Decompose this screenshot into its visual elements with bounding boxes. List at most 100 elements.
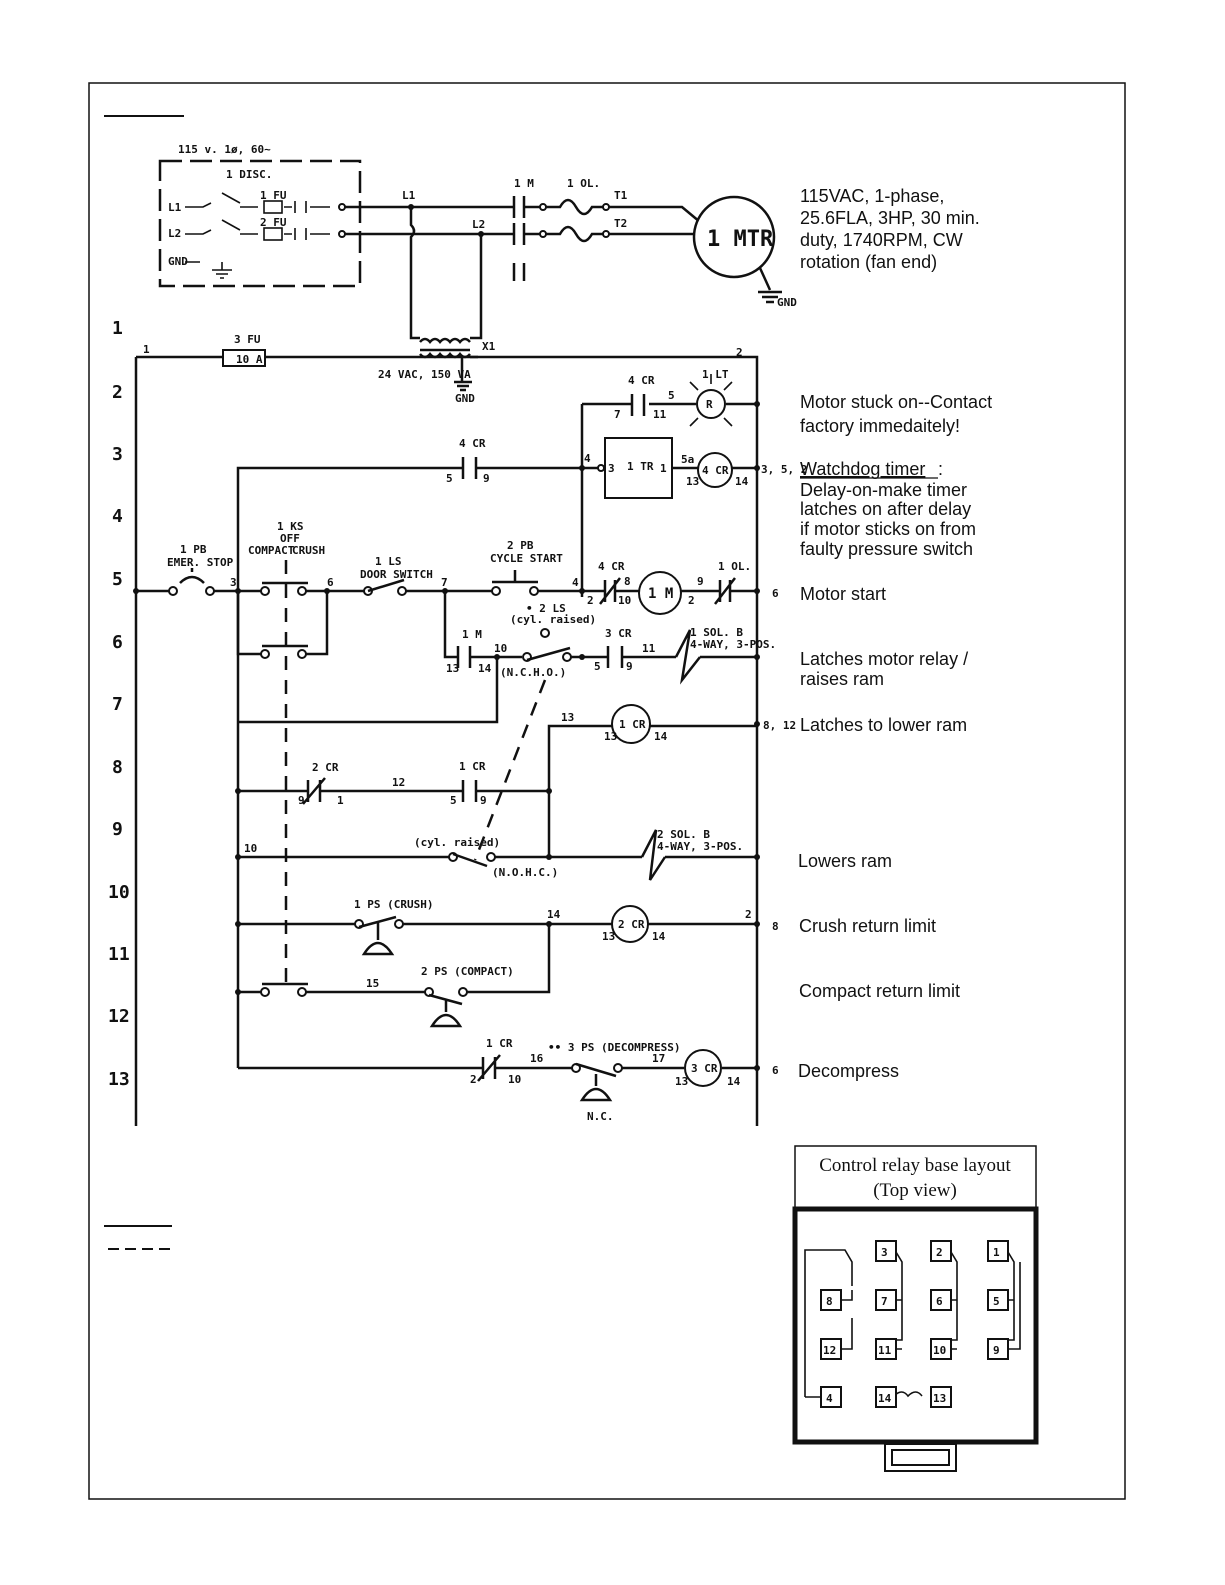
rung-2: 2 [112,382,123,403]
desc-r7: Latches to lower ram [800,715,967,735]
sol1-desc: 4-WAY, 3-POS. [690,638,776,651]
pb2-label: 2 PB [507,539,534,552]
desc-r6-line2: raises ram [800,669,884,689]
desc-r5: Motor start [800,584,886,604]
wire-a2: 2 [688,594,695,607]
desc-r3-colon: : [938,459,943,479]
sol2-label: 2 SOL. B [657,828,710,841]
pb1-label: 1 PB [180,543,207,556]
relay-t8: 8 [826,1295,833,1308]
right-rail [420,355,759,1126]
cr2-r8-label: 2 CR [312,761,339,774]
cr4-r3-label: 4 CR [459,437,486,450]
wire-5a: 5a [681,453,694,466]
wire-11-r2: 11 [653,408,667,421]
ks-crush: CRUSH [292,544,325,557]
rung-11: 11 [108,944,130,965]
desc-r3-line1: Delay-on-make timer [800,480,967,500]
desc-r3-line4: faulty pressure switch [800,539,973,559]
wire-13-r3: 13 [686,475,699,488]
relay-terminal-13 [930,1386,952,1408]
wire-14-r10: 14 [547,908,561,921]
rung-numbers: 1 2 3 4 5 6 7 8 9 10 11 12 13 [108,318,130,1090]
wire-13-r10: 13 [602,930,615,943]
wire-9-r8b: 9 [480,794,487,807]
wire-3-r5: 3 [230,576,237,589]
ps2-label: 2 PS (COMPACT) [421,965,514,978]
wire-9-r3: 9 [483,472,490,485]
fuse3-label: 3 FU [234,333,261,346]
wire-13-r13: 13 [675,1075,688,1088]
ls2-r9-type: (N.O.H.C.) [492,866,558,879]
desc-r3-title: Watchdog timer [800,459,925,479]
line-l1-label: L1 [402,189,416,202]
transformer-gnd: GND [455,392,475,405]
motor-label: 1 MTR [707,227,774,252]
rung-3: 3 [112,444,123,465]
rung-11-circuit: 15 2 PS (COMPACT) [235,965,514,1028]
cr3-coil [684,1049,722,1087]
relay-base-layout: Control relay base layout (Top view) 3 2… [792,1145,1039,1472]
motor-circuit: L1 L2 1 M 1 OL. T1 T2 1 MTR GND [345,177,797,309]
cr1-r13-label: 1 CR [486,1037,513,1050]
motor-note: 115VAC, 1-phase, 25.6FLA, 3HP, 30 min. d… [800,186,980,272]
ls2-label: • 2 LS [526,602,566,615]
wire-10-r9: 10 [244,842,257,855]
wire-12-r8: 12 [392,776,405,789]
xref-r10: 8 [772,920,779,933]
relay-terminal-1 [987,1240,1009,1262]
rung-10: 10 [108,882,130,903]
cr3-coil-label: 3 CR [691,1062,718,1075]
wire-14-r10b: 14 [652,930,666,943]
desc-r9: Lowers ram [798,851,892,871]
rung-8: 8 [112,757,123,778]
wire-9-r6: 9 [626,660,633,673]
rung-8-circuit: 2 CR 9 1 12 1 CR 5 9 [235,760,552,807]
wire-14-r7: 14 [654,730,668,743]
ks-off: OFF [280,532,300,545]
xref-r7: 8, 12 [763,719,796,732]
rung-9-circuit: 10 (cyl. raised) (N.O.H.C.) 2 SOL. B 4-W… [235,791,760,881]
page-border [88,82,1126,1500]
desc-r3-line3: if motor sticks on from [800,519,976,539]
supply-l1: L1 [168,201,182,214]
wire-4-r5: 4 [572,576,579,589]
m-aux-label: 1 M [462,628,482,641]
motor-note-line-4: rotation (fan end) [800,252,937,272]
supply-l2: L2 [168,227,181,240]
wire-8-r5: 8 [624,575,631,588]
overload-label: 1 OL. [567,177,600,190]
rung-7: 7 [112,694,123,715]
ls2-r9-raised: (cyl. raised) [414,836,500,849]
wire-5-r6: 5 [594,660,601,673]
wire-9-r5: 9 [697,575,704,588]
xref-r13: 6 [772,1064,779,1077]
wire-5-r3: 5 [446,472,453,485]
relay-t5: 5 [993,1295,1000,1308]
motor-gnd-label: GND [777,296,797,309]
desc-r2-line2: factory immedaitely! [800,416,960,436]
x1-label: X1 [482,340,496,353]
wire-15-r11: 15 [366,977,379,990]
wire-3-r3: 3 [608,462,615,475]
cr1-r8-label: 1 CR [459,760,486,773]
m-coil-label: 1 M [648,586,673,602]
wire-9-r8: 9 [298,794,305,807]
ls1-desc: DOOR SWITCH [360,568,433,581]
ps1-label: 1 PS (CRUSH) [354,898,433,911]
fuse1-label: 1 FU [260,189,287,202]
wire-6-r5: 6 [327,576,334,589]
wire-13-r6: 13 [446,662,459,675]
fuse2-label: 2 FU [260,216,287,229]
wire-10-r6: 10 [494,642,507,655]
pb2-desc: CYCLE START [490,552,563,565]
relay-t12: 12 [823,1344,836,1357]
desc-r2-line1: Motor stuck on--Contact [800,392,992,412]
rung-13: 13 [108,1069,130,1090]
relay-t3: 3 [881,1246,888,1259]
relay-t1: 1 [993,1246,1000,1259]
relay-t11: 11 [878,1344,892,1357]
wire-5-r8: 5 [450,794,457,807]
rung-4: 4 [112,506,123,527]
wire-11-r6: 11 [642,642,656,655]
